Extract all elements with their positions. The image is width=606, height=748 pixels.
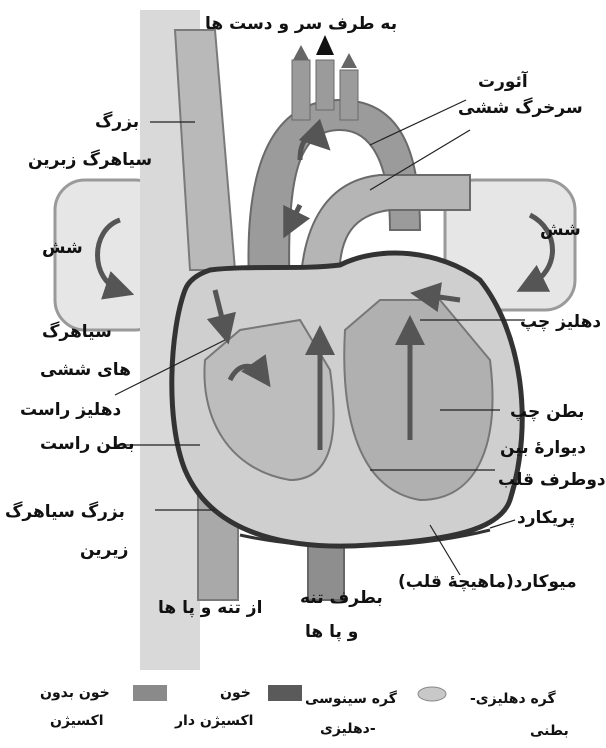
legend-swatch-node <box>418 687 446 701</box>
legend-oxygenated-2: اکسیژن دار <box>175 712 253 730</box>
label-inf-vena-cava-2: زیرین <box>80 540 128 560</box>
label-to-trunk-1: بطرف تنه <box>300 588 383 608</box>
label-aorta: آئورت <box>478 72 528 92</box>
label-myocardium: میوکارد(ماهیچهٔ قلب) <box>398 572 577 592</box>
label-pulm-veins-1: سیاهرگ <box>42 322 112 342</box>
label-top: به طرف سر و دست ها <box>205 14 397 34</box>
label-left-atrium: دهلیز چپ <box>520 312 601 332</box>
label-pulm-veins-2: های ششی <box>40 360 131 380</box>
label-pulmonary-artery: سرخرگ ششی <box>458 98 583 118</box>
label-left-ventricle: بطن چپ <box>510 402 584 422</box>
legend-av-node-2: بطنی <box>530 722 569 740</box>
up-arrow-icon <box>316 35 334 55</box>
head-branch-3 <box>340 70 358 120</box>
legend-av-node-1: گره دهلیزی- <box>470 690 556 708</box>
label-pericardium: پریکارد <box>517 508 575 528</box>
legend-oxygenated-1: خون <box>220 684 251 702</box>
up-arrow-icon-3 <box>341 53 357 68</box>
label-right-ventricle: بطن راست <box>40 434 135 454</box>
legend-swatch-oxygenated <box>268 685 302 701</box>
label-to-trunk-2: و پا ها <box>305 622 358 642</box>
up-arrow-icon-2 <box>293 45 309 60</box>
legend-sa-node-1: گره سینوسی <box>305 690 397 708</box>
label-lung-right: شش <box>540 220 581 240</box>
label-sup-vena-cava-1: بزرگ <box>95 112 139 132</box>
label-septum-2: دوطرف قلب <box>498 470 606 490</box>
legend-deoxygenated-1: خون بدون <box>40 684 110 702</box>
legend-swatch-deoxygenated <box>133 685 167 701</box>
label-from-trunk: از تنه و پا ها <box>158 598 262 618</box>
label-sup-vena-cava-2: سیاهرگ زبرین <box>28 150 152 170</box>
label-septum-1: دیوارهٔ بین <box>500 438 586 458</box>
head-branch-1 <box>292 60 310 120</box>
legend-deoxygenated-2: اکسیژن <box>50 712 104 730</box>
legend-sa-node-2: -دهلیزی <box>320 720 376 738</box>
label-inf-vena-cava-1: بزرگ سیاهرگ <box>5 502 125 522</box>
head-branch-2 <box>316 60 334 110</box>
label-right-atrium: دهلیز راست <box>20 400 121 420</box>
label-lung-left: شش <box>42 238 83 258</box>
